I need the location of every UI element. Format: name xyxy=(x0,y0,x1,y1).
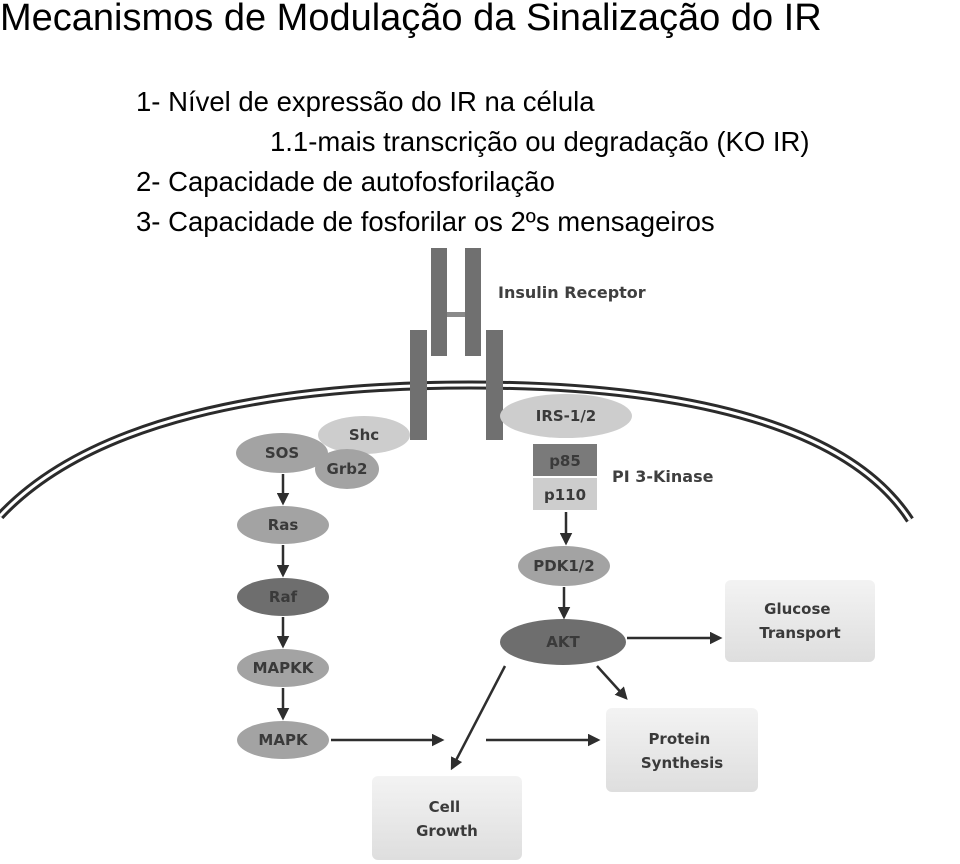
node-irs-label: IRS-1/2 xyxy=(536,407,597,425)
node-grb2-label: Grb2 xyxy=(327,460,368,478)
node-pdk: PDK1/2 xyxy=(518,546,610,586)
output-glucose-transport: Glucose Transport xyxy=(725,580,875,662)
cell-growth-line-1: Cell xyxy=(429,798,460,816)
node-mapkk: MAPKK xyxy=(237,649,329,687)
bullet-transcription-degradation: 1.1-mais transcrição ou degradação (KO I… xyxy=(270,126,810,157)
protein-synthesis-label: Protein Synthesis xyxy=(641,730,723,772)
protein-synthesis-line-2: Synthesis xyxy=(641,754,723,772)
node-akt: AKT xyxy=(500,619,626,665)
bullet-expression-level: 1- Nível de expressão do IR na célula xyxy=(136,86,595,117)
node-akt-label: AKT xyxy=(546,633,580,651)
node-mapkk-label: MAPKK xyxy=(253,659,315,677)
bullet-autophosphorylation: 2- Capacidade de autofosforilação xyxy=(136,166,555,197)
glucose-transport-line-2: Transport xyxy=(759,624,840,642)
node-pdk-label: PDK1/2 xyxy=(533,557,594,575)
cell-membrane xyxy=(0,380,914,523)
cell-growth-line-2: Growth xyxy=(416,822,478,840)
output-cell-growth: Cell Growth xyxy=(372,776,522,860)
node-p85: p85 xyxy=(533,444,597,476)
node-raf: Raf xyxy=(237,578,329,616)
glucose-transport-label: Glucose Transport xyxy=(759,600,840,642)
node-p85-label: p85 xyxy=(549,452,581,470)
node-ras-label: Ras xyxy=(268,516,299,534)
output-protein-synthesis: Protein Synthesis xyxy=(606,708,758,792)
node-sos: SOS xyxy=(236,433,328,473)
cell-growth-label: Cell Growth xyxy=(416,798,478,840)
node-sos-label: SOS xyxy=(265,444,299,462)
arrow-akt-protein xyxy=(596,665,628,700)
node-mapk: MAPK xyxy=(237,721,329,759)
node-irs: IRS-1/2 xyxy=(500,394,632,438)
glucose-transport-line-1: Glucose xyxy=(764,600,830,618)
node-shc: Shc xyxy=(318,416,410,454)
node-ras: Ras xyxy=(237,506,329,544)
slide-title: Mecanismos de Modulação da Sinalização d… xyxy=(0,0,822,39)
pi3k-label: PI 3-Kinase xyxy=(612,467,714,486)
node-raf-label: Raf xyxy=(269,588,298,606)
receptor-label: Insulin Receptor xyxy=(498,283,646,302)
node-p110-label: p110 xyxy=(544,486,586,504)
protein-synthesis-line-1: Protein xyxy=(648,730,710,748)
node-grb2: Grb2 xyxy=(315,449,379,489)
insulin-receptor xyxy=(410,248,503,440)
node-p110: p110 xyxy=(533,478,597,510)
bullet-second-messengers: 3- Capacidade de fosforilar os 2ºs mensa… xyxy=(136,206,715,237)
node-shc-label: Shc xyxy=(349,426,379,444)
node-mapk-label: MAPK xyxy=(258,731,309,749)
arrow-akt-cell xyxy=(450,665,507,771)
